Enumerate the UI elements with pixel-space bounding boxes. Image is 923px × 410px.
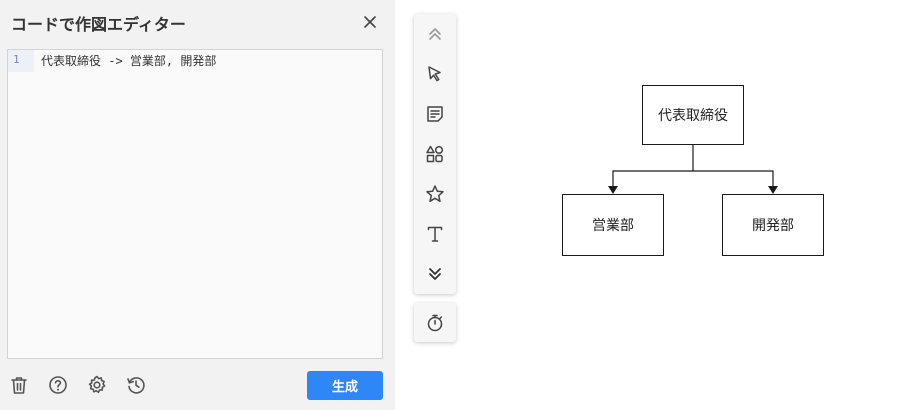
history-icon[interactable]: [125, 374, 147, 396]
trash-icon[interactable]: [8, 374, 30, 396]
shapes-icon[interactable]: [425, 144, 445, 164]
generate-button[interactable]: 生成: [307, 371, 383, 400]
timer-palette: [414, 303, 456, 342]
timer-icon[interactable]: [425, 313, 445, 333]
tool-palette: [414, 14, 456, 294]
node-child-1[interactable]: 営業部: [562, 194, 664, 256]
close-icon[interactable]: [361, 13, 379, 31]
node-root[interactable]: 代表取締役: [642, 85, 744, 145]
node-child-2[interactable]: 開発部: [722, 194, 824, 256]
help-icon[interactable]: [47, 374, 69, 396]
arrow-head-left: [608, 186, 618, 194]
chevrons-down-icon[interactable]: [425, 264, 445, 284]
line-gutter: 1: [8, 50, 34, 72]
code-editor-panel: コードで作図エディター 1 代表取締役 -> 営業部, 開発部: [0, 0, 395, 410]
line-number: 1: [13, 53, 20, 66]
settings-gear-icon[interactable]: [86, 374, 108, 396]
panel-title: コードで作図エディター: [11, 15, 186, 34]
arrow-head-right: [768, 186, 778, 194]
code-input[interactable]: 1 代表取締役 -> 営業部, 開発部: [7, 49, 383, 359]
code-line[interactable]: 代表取締役 -> 営業部, 開発部: [41, 54, 217, 68]
note-icon[interactable]: [425, 104, 445, 124]
text-icon[interactable]: [425, 224, 445, 244]
star-icon[interactable]: [425, 184, 445, 204]
pointer-icon[interactable]: [425, 64, 445, 84]
chevrons-up-icon[interactable]: [425, 24, 445, 44]
